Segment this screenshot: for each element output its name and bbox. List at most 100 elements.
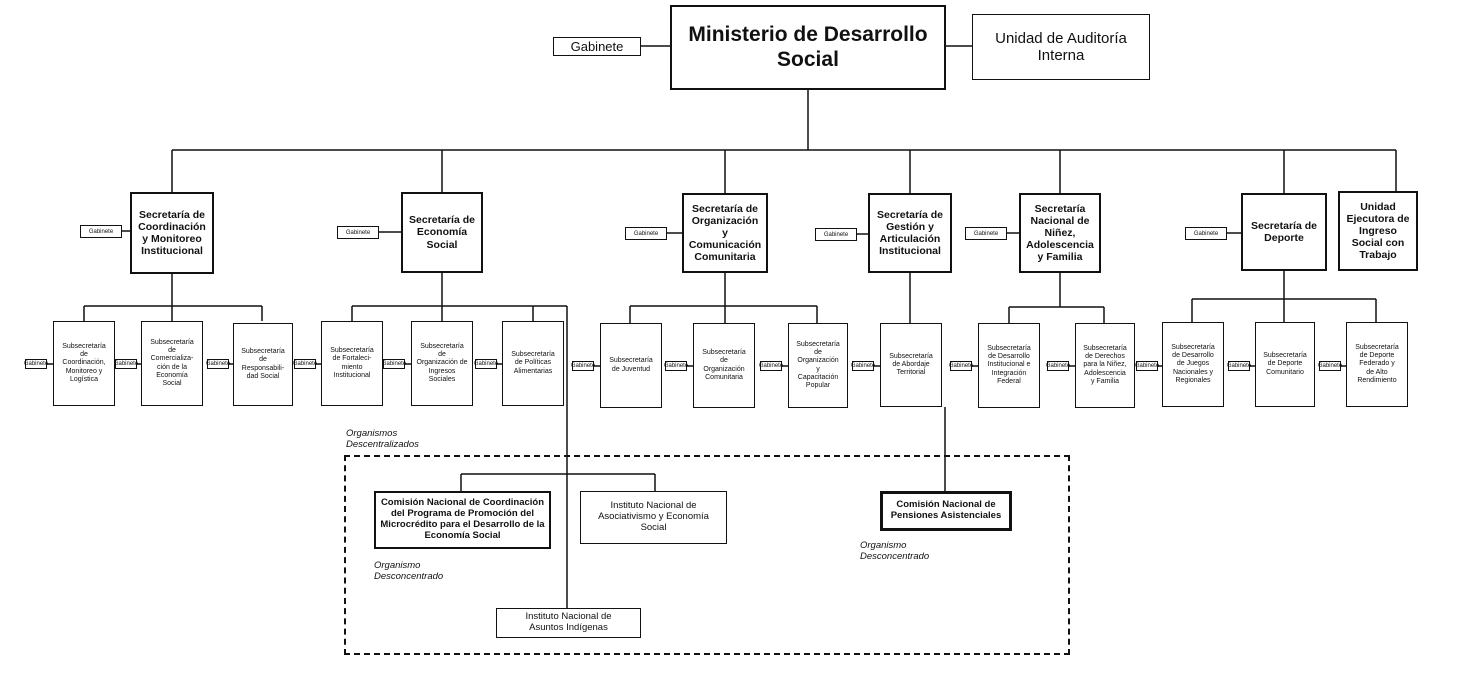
audit-unit-title: Unidad de Auditoría Interna <box>995 29 1127 64</box>
gabinete-label: Gabinete <box>1226 363 1252 369</box>
subsecretariat-title: Subsecretaría de Desarrollo de Juegos Na… <box>1171 344 1215 384</box>
gabinete-label: Gabinete <box>570 363 596 369</box>
inai-title: Instituto Nacional de Asuntos Indígenas <box>525 611 612 633</box>
gabinete-label: Gabinete <box>758 363 784 369</box>
subsecretariat-box: Subsecretaría de Deporte Federado y de A… <box>1346 322 1408 407</box>
pensions-commission-title: Comisión Nacional de Pensiones Asistenci… <box>890 499 1002 521</box>
subsecretariat-title: Subsecretaría de Coordinación, Monitoreo… <box>62 343 106 383</box>
secretariat-title: Secretaría de Coordinación y Monitoreo I… <box>138 208 206 258</box>
gabinete-label: Gabinete <box>113 361 139 367</box>
microcredit-commission-title: Comisión Nacional de Coordinación del Pr… <box>380 497 545 541</box>
subsecretariat-gabinete-box: Gabinete <box>473 359 499 369</box>
secretariat-gabinete-box: Gabinete <box>815 228 857 241</box>
subsecretariat-box: Subsecretaría de Organización Comunitari… <box>693 323 755 408</box>
subsecretariat-box: Subsecretaría de Abordaje Territorial <box>880 323 942 407</box>
gabinete-label: Gabinete <box>850 363 876 369</box>
decentralized-group <box>344 455 1070 655</box>
subsecretariat-box: Subsecretaría de Derechos para la Niñez,… <box>1075 323 1135 408</box>
secretariat-box: Secretaría de Economía Social <box>401 192 483 273</box>
gabinete-label: Gabinete <box>823 231 849 238</box>
subsecretariat-title: Subsecretaría de Organización Comunitari… <box>702 349 746 381</box>
subsecretariat-title: Subsecretaría de Organización de Ingreso… <box>416 343 468 383</box>
subsecretariat-box: Subsecretaría de Responsabili- dad Socia… <box>233 323 293 406</box>
subsecretariat-title: Subsecretaría de Organización y Capacita… <box>796 341 840 389</box>
subsecretariat-gabinete-box: Gabinete <box>948 361 974 371</box>
secretariat-title: Secretaría Nacional de Niñez, Adolescenc… <box>1026 202 1094 264</box>
pensions-commission-box: Comisión Nacional de Pensiones Asistenci… <box>880 491 1012 531</box>
subsecretariat-title: Subsecretaría de Deporte Comunitario <box>1263 352 1307 376</box>
deconcentrated-label: Organismo Desconcentrado <box>374 560 444 583</box>
secretariat-gabinete-box: Gabinete <box>965 227 1007 240</box>
secretariat-box: Secretaría de Organización y Comunicació… <box>682 193 768 273</box>
secretariat-title: Secretaría de Gestión y Articulación Ins… <box>877 208 943 258</box>
inaes-title: Instituto Nacional de Asociativismo y Ec… <box>598 500 709 533</box>
audit-unit-box: Unidad de Auditoría Interna <box>972 14 1150 80</box>
subsecretariat-title: Subsecretaría de Comercializa- ción de l… <box>150 339 194 387</box>
microcredit-commission-box: Comisión Nacional de Coordinación del Pr… <box>374 491 551 549</box>
subsecretariat-title: Subsecretaría de Desarrollo Instituciona… <box>987 345 1031 385</box>
subsecretariat-gabinete-box: Gabinete <box>1317 361 1343 371</box>
gabinete-label: Gabinete <box>88 228 114 235</box>
gabinete-label: Gabinete <box>973 230 999 237</box>
subsecretariat-box: Subsecretaría de Deporte Comunitario <box>1255 322 1315 407</box>
secretariat-title: Unidad Ejecutora de Ingreso Social con T… <box>1346 200 1410 262</box>
inaes-box: Instituto Nacional de Asociativismo y Ec… <box>580 491 727 544</box>
executive-unit-box: Unidad Ejecutora de Ingreso Social con T… <box>1338 191 1418 271</box>
gabinete-label: Gabinete <box>1317 363 1343 369</box>
gabinete-label: Gabinete <box>663 363 689 369</box>
subsecretariat-box: Subsecretaría de Desarrollo de Juegos Na… <box>1162 322 1224 407</box>
subsecretariat-title: Subsecretaría de Derechos para la Niñez,… <box>1083 345 1127 385</box>
pensions-deconcentrated-label: Organismo Desconcentrado <box>860 540 930 563</box>
subsecretariat-gabinete-box: Gabinete <box>1135 361 1159 371</box>
secretariat-gabinete-box: Gabinete <box>80 225 122 238</box>
secretariat-box: Secretaría de Deporte <box>1241 193 1327 271</box>
gabinete-label: Gabinete <box>1045 363 1071 369</box>
subsecretariat-gabinete-box: Gabinete <box>850 361 876 371</box>
subsecretariat-gabinete-box: Gabinete <box>292 359 318 369</box>
subsecretariat-title: Subsecretaría de Abordaje Territorial <box>889 352 933 377</box>
subsecretariat-title: Subsecretaría de Juventud <box>609 357 653 373</box>
subsecretariat-box: Subsecretaría de Organización de Ingreso… <box>411 321 473 406</box>
gabinete-label: Gabinete <box>948 363 974 369</box>
subsecretariat-box: Subsecretaría de Organización y Capacita… <box>788 323 848 408</box>
gabinete-label: Gabinete <box>345 229 371 236</box>
ministry-gabinete-box: Gabinete <box>553 37 641 56</box>
gabinete-label: Gabinete <box>205 361 231 367</box>
subsecretariat-box: Subsecretaría de Políticas Alimentarias <box>502 321 564 406</box>
gabinete-label: Gabinete <box>292 361 318 367</box>
gabinete-label: Gabinete <box>473 361 499 367</box>
subsecretariat-box: Subsecretaría de Coordinación, Monitoreo… <box>53 321 115 406</box>
secretariat-box: Secretaría de Gestión y Articulación Ins… <box>868 193 952 273</box>
inai-box: Instituto Nacional de Asuntos Indígenas <box>496 608 641 638</box>
subsecretariat-gabinete-box: Gabinete <box>23 359 49 369</box>
subsecretariat-gabinete-box: Gabinete <box>1045 361 1071 371</box>
subsecretariat-title: Subsecretaría de Responsabili- dad Socia… <box>241 348 285 380</box>
subsecretariat-gabinete-box: Gabinete <box>570 361 596 371</box>
secretariat-title: Secretaría de Organización y Comunicació… <box>688 202 762 264</box>
subsecretariat-box: Subsecretaría de Desarrollo Instituciona… <box>978 323 1040 408</box>
subsecretariat-title: Subsecretaría de Fortaleci- miento Insti… <box>330 347 374 379</box>
gabinete-label: Gabinete <box>23 361 49 367</box>
secretariat-title: Secretaría de Deporte <box>1251 219 1317 244</box>
ministry-box: Ministerio de Desarrollo Social <box>670 5 946 90</box>
secretariat-gabinete-box: Gabinete <box>625 227 667 240</box>
secretariat-gabinete-box: Gabinete <box>337 226 379 239</box>
ministry-title: Ministerio de Desarrollo Social <box>688 23 928 71</box>
secretariat-box: Secretaría de Coordinación y Monitoreo I… <box>130 192 214 274</box>
subsecretariat-gabinete-box: Gabinete <box>205 359 231 369</box>
secretariat-box: Secretaría Nacional de Niñez, Adolescenc… <box>1019 193 1101 273</box>
subsecretariat-box: Subsecretaría de Fortaleci- miento Insti… <box>321 321 383 406</box>
subsecretariat-title: Subsecretaría de Deporte Federado y de A… <box>1355 344 1399 384</box>
subsecretariat-gabinete-box: Gabinete <box>663 361 689 371</box>
subsecretariat-gabinete-box: Gabinete <box>113 359 139 369</box>
subsecretariat-box: Subsecretaría de Juventud <box>600 323 662 408</box>
decentralized-label: Organismos Descentralizados <box>346 428 419 451</box>
subsecretariat-title: Subsecretaría de Políticas Alimentarias <box>511 351 555 375</box>
secretariat-title: Secretaría de Economía Social <box>409 214 475 251</box>
subsecretariat-gabinete-box: Gabinete <box>758 361 784 371</box>
subsecretariat-box: Subsecretaría de Comercializa- ción de l… <box>141 321 203 406</box>
gabinete-label: Gabinete <box>633 230 659 237</box>
gabinete-label: Gabinete <box>381 361 407 367</box>
subsecretariat-gabinete-box: Gabinete <box>1226 361 1252 371</box>
